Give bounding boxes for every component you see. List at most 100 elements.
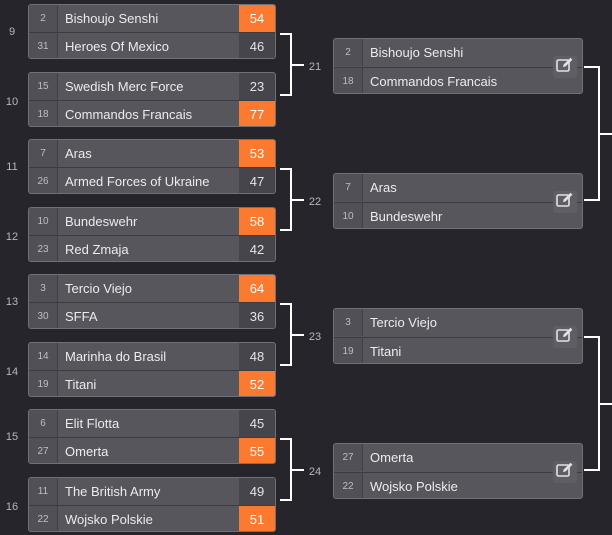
team-name: Aras	[370, 180, 397, 195]
team-name: Tercio Viejo	[370, 315, 437, 330]
team-name: Bishoujo Senshi	[370, 45, 464, 60]
team-name: Red Zmaja	[65, 242, 129, 257]
team-seed: 18	[29, 101, 58, 126]
team-name: Swedish Merc Force	[65, 79, 184, 94]
team-score: 52	[239, 371, 275, 396]
team-score: 48	[239, 343, 275, 370]
team-name: Aras	[65, 146, 92, 161]
match-number: 10	[5, 96, 19, 108]
team-row: 18 Commandos Francais 77	[29, 100, 275, 126]
team-name: Tercio Viejo	[65, 281, 132, 296]
edit-button[interactable]	[553, 326, 577, 348]
team-name: Elit Flotta	[65, 416, 120, 431]
bracket-connector	[292, 334, 304, 336]
match-number: 14	[5, 366, 19, 378]
team-score: 55	[239, 438, 275, 463]
team-seed: 10	[29, 208, 58, 235]
team-score: 49	[239, 478, 275, 505]
team-seed: 31	[29, 33, 58, 58]
team-name: Heroes Of Mexico	[65, 39, 170, 54]
match-number: 24	[308, 466, 322, 478]
match-number: 15	[5, 431, 19, 443]
edit-button[interactable]	[553, 56, 577, 78]
match-number: 23	[308, 331, 322, 343]
team-row: 7 Aras 53	[29, 140, 275, 167]
team-score: 42	[239, 236, 275, 261]
edit-button[interactable]	[553, 191, 577, 213]
team-name: Bundeswehr	[65, 214, 138, 229]
team-seed: 22	[334, 473, 363, 498]
team-seed: 19	[334, 338, 363, 363]
team-seed: 7	[29, 140, 58, 167]
team-name: Wojsko Polskie	[370, 479, 458, 494]
bracket-connector	[292, 199, 304, 201]
team-score: 53	[239, 140, 275, 167]
bracket-connector	[280, 303, 292, 366]
team-seed: 26	[29, 168, 58, 193]
match-number: 16	[5, 501, 19, 513]
team-seed: 23	[29, 236, 58, 261]
bracket-connector	[584, 336, 600, 471]
bracket-connector	[280, 438, 292, 501]
team-name: Commandos Francais	[65, 107, 193, 122]
team-seed: 15	[29, 73, 58, 100]
team-name: Titani	[370, 344, 402, 359]
team-row: 22 Wojsko Polskie	[334, 472, 582, 498]
team-name: Bishoujo Senshi	[65, 11, 159, 26]
match-12[interactable]: 10 Bundeswehr 58 23 Red Zmaja 42	[28, 207, 276, 262]
match-number: 11	[6, 161, 18, 173]
edit-button[interactable]	[553, 461, 577, 483]
team-seed: 2	[334, 39, 363, 66]
match-10[interactable]: 15 Swedish Merc Force 23 18 Commandos Franca…	[28, 72, 276, 127]
team-row: 15 Swedish Merc Force 23	[29, 73, 275, 100]
team-seed: 10	[334, 203, 363, 228]
team-row: 19 Titani	[334, 337, 582, 363]
team-row: 23 Red Zmaja 42	[29, 235, 275, 261]
team-name: Marinha do Brasil	[65, 349, 167, 364]
bracket-connector	[280, 168, 292, 231]
match-number: 22	[308, 196, 322, 208]
team-name: Omerta	[65, 444, 109, 459]
team-score: 36	[239, 303, 275, 328]
team-score: 23	[239, 73, 275, 100]
team-score: 58	[239, 208, 275, 235]
match-number: 13	[5, 296, 19, 308]
team-seed: 7	[334, 174, 363, 201]
team-seed: 22	[29, 506, 58, 531]
team-score: 77	[239, 101, 275, 126]
team-name: Wojsko Polskie	[65, 512, 153, 527]
match-number: 12	[5, 231, 19, 243]
team-seed: 3	[29, 275, 58, 302]
team-seed: 11	[29, 478, 58, 505]
bracket-connector	[600, 133, 612, 135]
team-row: 7 Aras	[334, 174, 582, 201]
bracket-connector	[280, 33, 292, 96]
team-row: 2 Bishoujo Senshi	[334, 39, 582, 66]
team-name: Commandos Francais	[370, 74, 498, 89]
team-seed: 6	[29, 410, 58, 437]
team-row: 10 Bundeswehr 58	[29, 208, 275, 235]
